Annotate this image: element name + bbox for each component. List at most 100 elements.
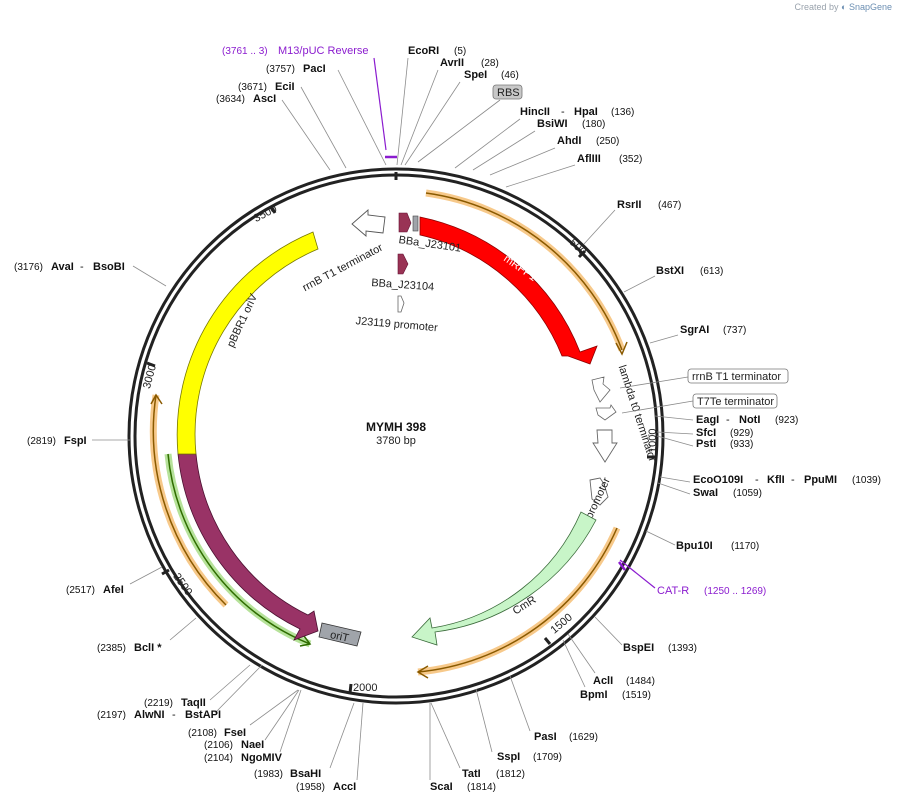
site-pos-avrii: (28): [481, 58, 499, 69]
primer-m13-puc-reverse[interactable]: (3761 .. 3) M13/pUC Reverse: [222, 45, 368, 57]
site-ecii[interactable]: (3671) EciI: [238, 81, 295, 93]
site-leader-lines: [92, 57, 694, 781]
site-ecoo109i[interactable]: EcoO109I - KflI - PpuMI (1039): [693, 474, 881, 486]
site-bsahi[interactable]: (1983) BsaHI: [254, 768, 321, 780]
credit-text: Created by: [794, 2, 839, 12]
site-name-afei: AfeI: [103, 584, 124, 596]
site-pos-ecoo109i: (1039): [852, 475, 881, 486]
site-hincii-hpai[interactable]: HincII - HpaI (136): [520, 106, 634, 118]
site-avrii[interactable]: AvrII (28): [440, 57, 499, 69]
site-pos-bsahi: (1983): [254, 769, 283, 780]
site-alwni[interactable]: (2197) AlwNI - BstAPI: [97, 709, 221, 721]
site-taqii[interactable]: (2219) TaqII: [144, 697, 206, 709]
site-afei[interactable]: (2517) AfeI: [66, 584, 124, 596]
site-acli[interactable]: AclI (1484): [593, 675, 655, 687]
feature-cmr[interactable]: [411, 511, 597, 646]
site-pos-spei: (46): [501, 70, 519, 81]
feature-j23119-promoter[interactable]: [397, 295, 405, 313]
feature-label-orit: oriT: [329, 629, 350, 645]
site-pos-bpmi: (1519): [622, 690, 651, 701]
site-name-psti: PstI: [696, 438, 716, 450]
site-bpu10i[interactable]: Bpu10I (1170): [676, 540, 759, 552]
site-rsrii[interactable]: RsrII (467): [617, 199, 681, 211]
site-name-pasi: PasI: [534, 731, 557, 743]
site-ahdi[interactable]: AhdI (250): [557, 135, 619, 147]
feature-label-bba-j23104: BBa_J23104: [371, 277, 435, 293]
site-name-tati: TatI: [462, 768, 481, 780]
site-bpmi[interactable]: BpmI (1519): [580, 689, 651, 701]
feature-rbs[interactable]: [412, 215, 419, 232]
site-name-sgrai: SgrAI: [680, 324, 709, 336]
site-pos-acli: (1484): [626, 676, 655, 687]
feature-rrnb-t1-outer[interactable]: [591, 376, 611, 403]
site-eagi-noti[interactable]: EagI - NotI (923): [696, 414, 798, 426]
site-avai[interactable]: (3176) AvaI - BsoBI: [14, 261, 125, 273]
feature-lambda-t0[interactable]: [592, 429, 618, 463]
site-name-bpmi: BpmI: [580, 689, 608, 701]
site-spei[interactable]: SpeI (46): [464, 69, 519, 81]
tick-marks: [146, 172, 655, 694]
site-name-fspi: FspI: [64, 435, 87, 447]
feature-t7te-terminator[interactable]: [595, 404, 617, 421]
feature-label-rbs: RBS: [497, 87, 520, 99]
site-pos-bsiwi: (180): [582, 119, 605, 130]
site-name-taqii: TaqII: [181, 697, 206, 709]
primer-cat-r[interactable]: CAT-R (1250 .. 1269): [657, 585, 766, 597]
site-pos-swai: (1059): [733, 488, 762, 499]
site-bspei[interactable]: BspEI (1393): [623, 642, 697, 654]
feature-rrnb-t1-inner[interactable]: [351, 209, 386, 237]
primer-name-m13: M13/pUC Reverse: [278, 45, 368, 57]
site-pasi[interactable]: PasI (1629): [534, 731, 598, 743]
site-ecori[interactable]: EcoRI (5): [408, 45, 466, 57]
site-bcli[interactable]: (2385) BclI *: [97, 642, 162, 654]
site-pos-fspi: (2819): [27, 436, 56, 447]
site-name-naei: NaeI: [241, 739, 264, 751]
site-name-bcli: BclI *: [134, 642, 162, 654]
site-ngomiv[interactable]: (2104) NgoMIV: [204, 752, 283, 764]
site-pos-sfci: (929): [730, 428, 753, 439]
site-name-noti: NotI: [739, 414, 760, 426]
feature-bba-j23101[interactable]: [398, 212, 412, 233]
site-pos-ahdi: (250): [596, 136, 619, 147]
site-sspi[interactable]: SspI (1709): [497, 751, 562, 763]
site-pos-rsrii: (467): [658, 200, 681, 211]
site-pos-ecii: (3671): [238, 82, 267, 93]
site-name-ahdi: AhdI: [557, 135, 581, 147]
feature-orit[interactable]: [318, 622, 362, 647]
credit-app: SnapGene: [848, 2, 892, 12]
site-name-ppumi: PpuMI: [804, 474, 837, 486]
site-name-paci: PacI: [303, 63, 326, 75]
feature-bba-j23104[interactable]: [397, 253, 409, 275]
site-tati[interactable]: TatI (1812): [462, 768, 525, 780]
site-naei[interactable]: (2106) NaeI: [204, 739, 264, 751]
site-sgrai[interactable]: SgrAI (737): [680, 324, 746, 336]
site-pos-pasi: (1629): [569, 732, 598, 743]
site-pos-bspei: (1393): [668, 643, 697, 654]
feature-mrfp1[interactable]: [419, 216, 598, 365]
site-fspi[interactable]: (2819) FspI: [27, 435, 87, 447]
site-bsiwi[interactable]: BsiWI (180): [537, 118, 605, 130]
site-bstxi[interactable]: BstXI (613): [656, 265, 723, 277]
site-swai[interactable]: SwaI (1059): [693, 487, 762, 499]
site-name-bstapi: BstAPI: [185, 709, 221, 721]
feature-pbbr1-rep[interactable]: [177, 453, 319, 641]
site-name-bsobi: BsoBI: [93, 261, 125, 273]
site-afliii[interactable]: AflIII (352): [577, 153, 642, 165]
site-asci[interactable]: (3634) AscI: [216, 93, 276, 105]
site-sfci[interactable]: SfcI (929): [696, 427, 753, 439]
site-fsei[interactable]: (2108) FseI: [188, 727, 246, 739]
feature-pbbr1-oriv[interactable]: [176, 231, 319, 455]
primer-name-cat-r: CAT-R: [657, 585, 689, 597]
site-pos-afliii: (352): [619, 154, 642, 165]
site-paci[interactable]: (3757) PacI: [266, 63, 326, 75]
site-labels: EcoRI (5) AvrII (28) SpeI (46) HincII - …: [14, 45, 881, 793]
feature-cat-promoter[interactable]: [589, 477, 609, 506]
site-acci[interactable]: (1958) AccI: [296, 781, 356, 793]
site-name-avai: AvaI: [51, 261, 74, 273]
site-name-kfli: KflI: [767, 474, 785, 486]
site-psti[interactable]: PstI (933): [696, 438, 753, 450]
site-name-hpai: HpaI: [574, 106, 598, 118]
site-scai[interactable]: ScaI (1814): [430, 781, 496, 793]
snapgene-logo-icon: ◐: [841, 2, 847, 12]
site-name-rsrii: RsrII: [617, 199, 641, 211]
